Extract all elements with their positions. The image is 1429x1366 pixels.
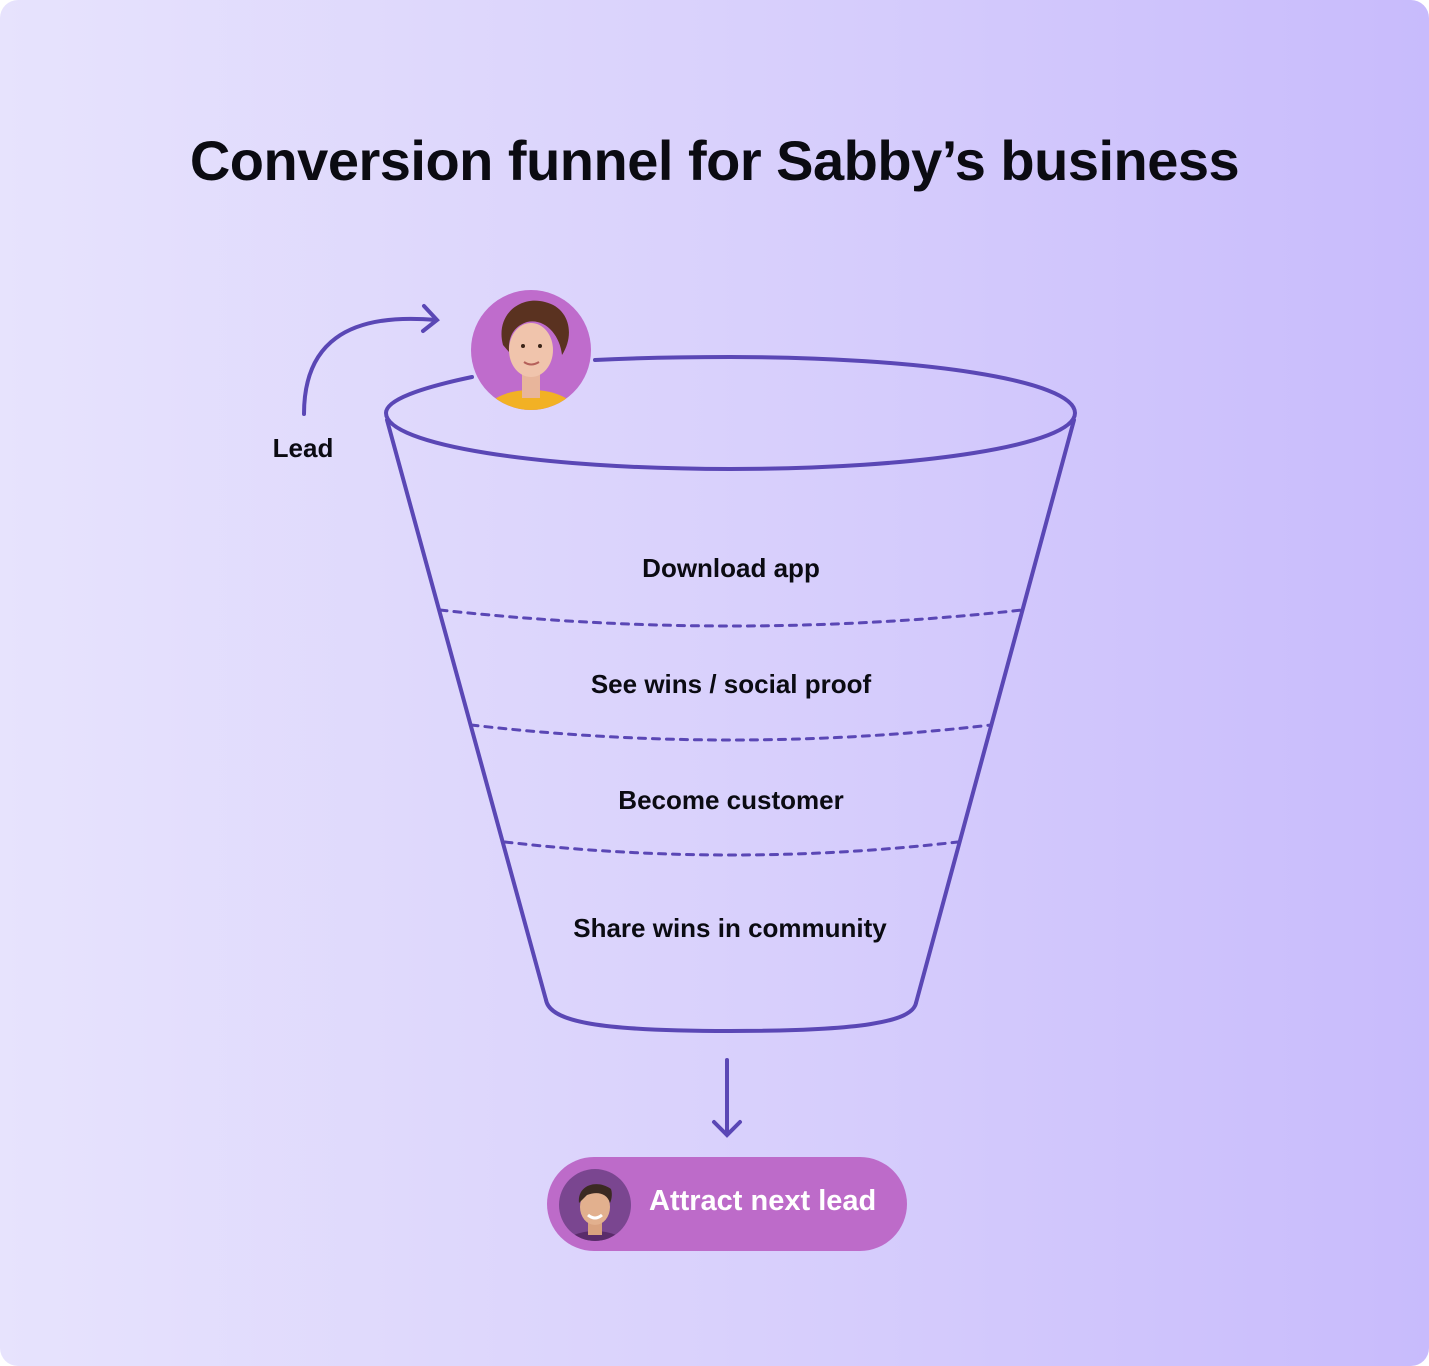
funnel-bottom [544,998,918,1034]
down-arrow-head [712,1120,742,1138]
lead-arrow [302,316,438,416]
next-lead-avatar [559,1169,631,1241]
lead-avatar [471,290,591,410]
stage-divider [438,608,1024,628]
attract-next-lead-pill: Attract next lead [547,1157,907,1251]
lead-label: Lead [272,433,334,463]
stage-label-become-customer: Become customer [618,785,844,815]
attract-next-lead-label: Attract next lead [649,1185,877,1217]
funnel-left-side [385,418,548,1002]
funnel-right-side [914,418,1076,1005]
stage-label-download-app: Download app [642,553,820,583]
stage-divider [503,840,960,857]
page-title: Conversion funnel for Sabby’s business [189,129,1240,192]
stage-divider [469,723,993,742]
lead-arrow-head [421,304,440,333]
stage-label-share-wins: Share wins in community [573,913,887,943]
stage-label-see-wins: See wins / social proof [590,669,872,699]
